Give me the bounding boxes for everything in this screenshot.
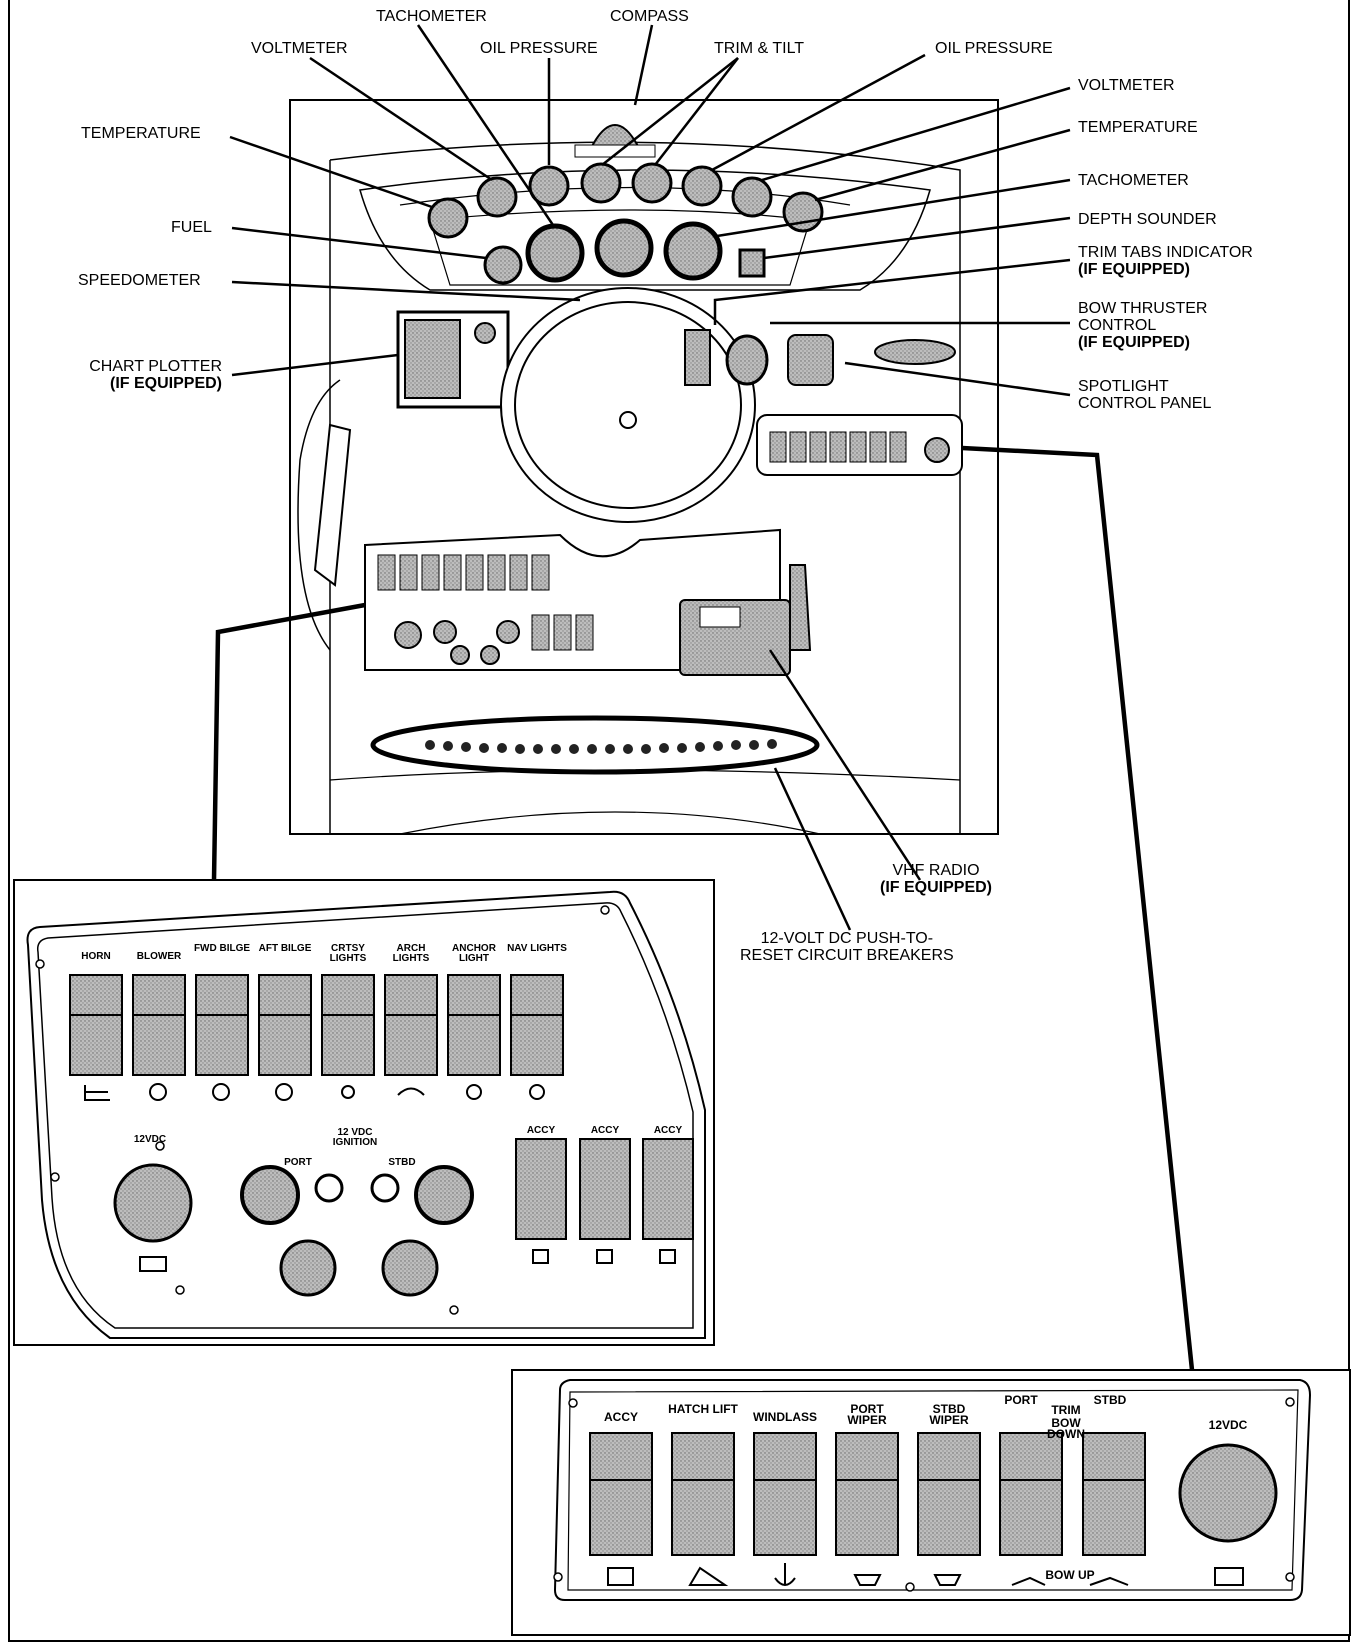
switch-label-blower: BLOWER <box>136 951 182 962</box>
accy-label-1: ACCY <box>526 1125 556 1136</box>
courtesy-lights-icon <box>341 1085 355 1099</box>
callout-spotlight-line1: SPOTLIGHT <box>1078 378 1169 395</box>
callout-temperature-left: TEMPERATURE <box>81 125 201 142</box>
switch-label-aft-bilge: AFT BILGE <box>258 943 312 954</box>
helm-view-frame <box>289 99 999 835</box>
callout-spotlight-line2: CONTROL PANEL <box>1078 395 1212 412</box>
gauge-voltmeter-right <box>731 176 773 218</box>
anchor-icon <box>774 1563 796 1586</box>
trim-label: TRIM <box>1051 1403 1081 1417</box>
gauge-voltmeter-left <box>476 176 518 218</box>
depth-sounder <box>738 248 766 278</box>
callout-chart-plotter-line2: (IF EQUIPPED) <box>109 375 222 392</box>
trim-tabs-indicator <box>684 329 711 386</box>
port-wiper-icon <box>853 1574 882 1586</box>
callout-oil-pressure-right: OIL PRESSURE <box>935 40 1053 57</box>
gauge-fuel <box>483 245 523 285</box>
callout-trim-tilt: TRIM & TILT <box>714 40 805 57</box>
callout-bow-thruster-line1: BOW THRUSTER <box>1078 300 1208 317</box>
gauge-trim-tilt-left <box>580 162 622 204</box>
bow-up-label: BOW UP <box>1045 1568 1095 1582</box>
callout-tachometer-right: TACHOMETER <box>1078 172 1189 189</box>
switch-label-nav-lights: NAV LIGHTS <box>507 943 567 954</box>
gauge-oil-pressure-left <box>528 165 570 207</box>
callout-speedometer: SPEEDOMETER <box>78 272 201 289</box>
blower-icon <box>149 1083 167 1101</box>
stbd-start-button <box>381 1239 439 1297</box>
right-switch-label-accy: ACCY <box>603 1410 638 1424</box>
bow-up-icon <box>1011 1576 1046 1586</box>
callout-temperature-right: TEMPERATURE <box>1078 119 1198 136</box>
callout-voltmeter-left: VOLTMETER <box>251 40 348 57</box>
right-outlet-label: 12VDC <box>1208 1418 1248 1432</box>
switch-label-fwd-bilge: FWD BILGE <box>193 943 251 954</box>
gauge-temperature-left <box>427 197 469 239</box>
callout-voltmeter-right: VOLTMETER <box>1078 77 1175 94</box>
stbd-ignition-switch <box>414 1165 474 1225</box>
gauge-speedometer <box>594 218 654 278</box>
diagram-frame <box>8 0 1350 1642</box>
hatch-lift-icon <box>688 1566 729 1586</box>
fwd-bilge-icon <box>212 1083 230 1101</box>
trim-stbd-label: STBD <box>1093 1393 1127 1407</box>
callout-compass: COMPASS <box>610 8 689 25</box>
callout-tachometer-top: TACHOMETER <box>376 8 487 25</box>
bow-down-label: BOW DOWN <box>1047 1416 1085 1441</box>
gauge-tachometer-left <box>525 223 585 283</box>
callout-circuit-breakers: 12-VOLT DC PUSH-TO- RESET CIRCUIT BREAKE… <box>740 930 954 964</box>
arch-lights-icon <box>397 1087 425 1096</box>
accy-label-3: ACCY <box>653 1125 683 1136</box>
port-ignition-switch <box>240 1165 300 1225</box>
gauge-oil-pressure-right <box>681 165 723 207</box>
callout-fuel: FUEL <box>171 219 212 236</box>
switch-label-arch-lights: ARCH LIGHTS <box>392 943 430 964</box>
callout-vhf-line2: (IF EQUIPPED) <box>880 879 993 896</box>
right-12vdc-outlet <box>1178 1443 1278 1543</box>
callout-breakers-line1: 12-VOLT DC PUSH-TO- <box>760 930 934 947</box>
callout-oil-pressure-left: OIL PRESSURE <box>480 40 598 57</box>
callout-depth-sounder: DEPTH SOUNDER <box>1078 211 1217 228</box>
accy-label-2: ACCY <box>590 1125 620 1136</box>
callout-bow-thruster: BOW THRUSTER CONTROL (IF EQUIPPED) <box>1078 300 1207 351</box>
callout-trim-tabs-line2: (IF EQUIPPED) <box>1078 261 1191 278</box>
callout-vhf-radio: VHF RADIO (IF EQUIPPED) <box>880 862 992 896</box>
callout-breakers-line2: RESET CIRCUIT BREAKERS <box>740 947 954 964</box>
spotlight-control-panel <box>787 334 834 386</box>
callout-spotlight: SPOTLIGHT CONTROL PANEL <box>1078 378 1211 412</box>
left-12vdc-outlet <box>113 1163 193 1243</box>
callout-trim-tabs-line1: TRIM TABS INDICATOR <box>1078 244 1253 261</box>
callout-chart-plotter: CHART PLOTTER (IF EQUIPPED) <box>64 358 222 392</box>
gauge-tachometer-right <box>663 221 723 281</box>
left-outlet-label: 12VDC <box>133 1134 167 1145</box>
stbd-wiper-icon <box>933 1574 962 1586</box>
switch-label-anchor-light: ANCHOR LIGHT <box>452 943 496 964</box>
bow-thruster-control <box>725 334 769 386</box>
switch-label-horn: HORN <box>81 951 111 962</box>
trim-port-label: PORT <box>1004 1393 1038 1407</box>
right-switch-label-port-wiper: PORT WIPER <box>847 1402 887 1427</box>
ignition-label: 12 VDC IGNITION <box>332 1127 378 1148</box>
circuit-breakers-highlight <box>370 715 820 775</box>
right-switch-label-stbd-wiper: STBD WIPER <box>929 1402 969 1427</box>
callout-chart-plotter-line1: CHART PLOTTER <box>89 358 222 375</box>
gauge-trim-tilt-right <box>631 162 673 204</box>
nav-lights-icon <box>529 1084 545 1100</box>
right-switch-label-hatch-lift: HATCH LIFT <box>668 1402 738 1416</box>
port-start-button <box>279 1239 337 1297</box>
callout-bow-thruster-line2: CONTROL <box>1078 317 1157 334</box>
anchor-light-icon <box>466 1084 482 1100</box>
horn-icon <box>84 1085 110 1101</box>
callout-vhf-line1: VHF RADIO <box>892 862 980 879</box>
port-label: PORT <box>284 1157 312 1168</box>
right-switch-label-windlass: WINDLASS <box>753 1410 817 1424</box>
aft-bilge-icon <box>275 1083 293 1101</box>
switch-label-crtsy-lights: CRTSY LIGHTS <box>329 943 367 964</box>
callout-trim-tabs: TRIM TABS INDICATOR (IF EQUIPPED) <box>1078 244 1253 278</box>
stbd-label: STBD <box>388 1157 416 1168</box>
callout-bow-thruster-line3: (IF EQUIPPED) <box>1078 334 1191 351</box>
